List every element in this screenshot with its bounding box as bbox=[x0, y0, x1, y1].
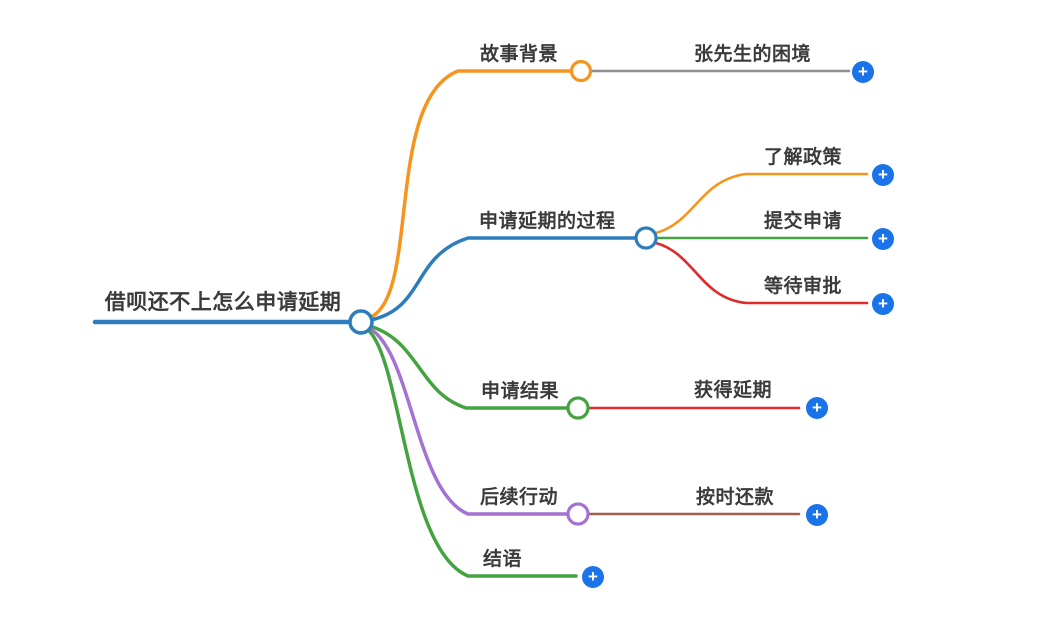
add-child-button-get-extension[interactable]: + bbox=[806, 397, 828, 419]
add-child-button-wait-approval[interactable]: + bbox=[872, 293, 894, 315]
node-handle-story-background[interactable] bbox=[569, 59, 593, 83]
add-child-button-repay-on-time[interactable]: + bbox=[806, 504, 828, 526]
root-topic[interactable]: 借呗还不上怎么申请延期 bbox=[104, 291, 342, 314]
child-get-extension[interactable]: 获得延期 bbox=[694, 380, 773, 401]
node-handle-follow-up-action[interactable] bbox=[566, 502, 590, 526]
child-line-understand-policy bbox=[654, 172, 869, 235]
branch-application-result[interactable]: 申请结果 bbox=[481, 381, 560, 402]
branch-application-process[interactable]: 申请延期的过程 bbox=[479, 211, 616, 232]
child-wait-approval[interactable]: 等待审批 bbox=[764, 276, 843, 297]
branch-line-application-result bbox=[368, 324, 569, 410]
child-line-wait-approval bbox=[654, 241, 869, 305]
child-understand-policy[interactable]: 了解政策 bbox=[764, 147, 843, 168]
branch-follow-up-action[interactable]: 后续行动 bbox=[480, 487, 559, 508]
root-node-handle[interactable] bbox=[348, 309, 374, 335]
node-handle-application-result[interactable] bbox=[566, 396, 590, 420]
add-child-button-understand-policy[interactable]: + bbox=[872, 164, 894, 186]
node-handle-application-process[interactable] bbox=[634, 226, 658, 250]
child-submit-application[interactable]: 提交申请 bbox=[764, 211, 843, 232]
add-child-button-submit-application[interactable]: + bbox=[872, 228, 894, 250]
branch-line-conclusion bbox=[366, 328, 578, 578]
add-child-button-mr-zhang-dilemma[interactable]: + bbox=[852, 61, 874, 83]
branch-line-follow-up-action bbox=[367, 326, 569, 516]
branch-line-story-background bbox=[369, 69, 572, 319]
branch-line-application-process bbox=[369, 236, 637, 322]
branch-conclusion[interactable]: 结语 bbox=[483, 549, 523, 570]
add-child-button-conclusion[interactable]: + bbox=[582, 566, 604, 588]
branch-story-background[interactable]: 故事背景 bbox=[480, 44, 559, 65]
child-repay-on-time[interactable]: 按时还款 bbox=[696, 487, 775, 508]
child-mr-zhang-dilemma[interactable]: 张先生的困境 bbox=[694, 44, 812, 65]
